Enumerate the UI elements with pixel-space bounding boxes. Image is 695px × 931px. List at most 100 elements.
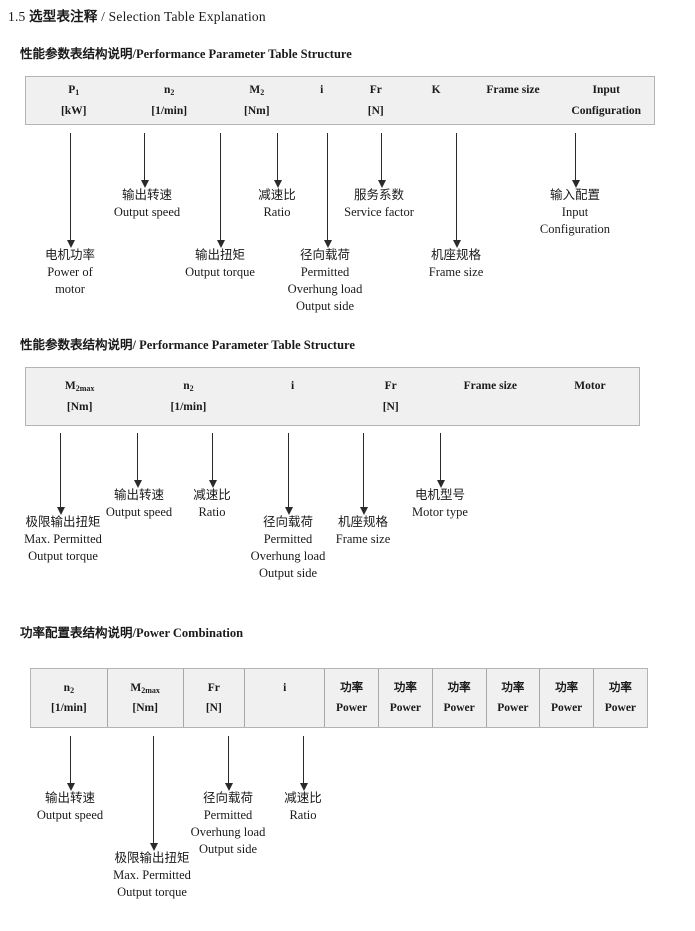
column-symbol: Input (592, 84, 620, 97)
note-label-cn: 电机型号 (414, 487, 465, 502)
column-unit (435, 101, 438, 121)
column-symbol: Frame size (486, 84, 540, 97)
note-label-cn: 服务系数 (353, 187, 405, 202)
performance-parameter-table-1: P1[kW]n2[1/min]M2[Nm]i Fr[N]K Frame size… (25, 76, 655, 125)
arrow-output-torque (216, 133, 225, 248)
column-unit (291, 397, 294, 417)
note-label-cn: 输出转速 (121, 187, 172, 202)
column-header-motor: Motor (541, 368, 639, 425)
column-header-i: i (244, 368, 342, 425)
column-header-m2: M2[Nm] (217, 77, 297, 124)
column-header-fr: Fr[N] (342, 368, 440, 425)
column-symbol: Motor (574, 380, 606, 393)
column-header-i: i (297, 77, 347, 124)
column-unit: [Nm] (132, 702, 158, 714)
note-label-en: Overhung load (287, 281, 363, 296)
note-label-cn: 电机功率 (44, 247, 96, 262)
note-label-en: Ratio (198, 504, 226, 519)
column-header-frame-size: Frame size (467, 77, 558, 124)
section-heading-performance-2: 性能参数表结构说明/ Performance Parameter Table S… (20, 334, 355, 353)
column-unit: [N] (367, 104, 384, 117)
arrow-ratio-3 (299, 736, 308, 791)
note-motor-type: 电机型号 Motor type (412, 487, 468, 521)
note-label-en: Overhung load (250, 548, 326, 563)
note-power-of-motor: 电机功率 Power of motor (45, 247, 95, 298)
column-symbol: 功率 (340, 681, 364, 694)
column-unit: [N] (382, 400, 399, 413)
note-ratio-2: 减速比 Ratio (193, 487, 231, 521)
column-header-m2max: M2max [Nm] (26, 368, 133, 425)
column-unit: Power (443, 702, 475, 714)
note-label-en: Motor type (412, 504, 468, 519)
note-label-cn: 机座规格 (430, 247, 481, 262)
column-symbol: 功率 (501, 681, 525, 694)
column-symbol: 功率 (447, 681, 471, 694)
column-unit: [1/min] (170, 400, 207, 413)
arrow-permitted-overhung-load-3 (224, 736, 233, 791)
column-header-功率: 功率 Power (431, 669, 486, 727)
page-title-en: Selection Table Explanation (108, 9, 266, 24)
column-unit: [kW] (60, 104, 87, 117)
note-label-cn: 减速比 (193, 487, 231, 502)
note-label-en: Max. Permitted (113, 867, 191, 882)
arrow-power-of-motor (66, 133, 75, 248)
section-heading-cn-3: 功率配置表结构说明 (20, 626, 133, 640)
column-unit: Power (604, 702, 637, 714)
note-label-en: Power of (47, 264, 93, 279)
note-label-cn: 极限输出扭矩 (114, 850, 190, 865)
section-heading-power-combination: 功率配置表结构说明/Power Combination (20, 622, 243, 641)
note-label-en: Configuration (539, 221, 611, 236)
note-label-en: motor (55, 281, 85, 296)
arrow-output-speed-2 (133, 433, 142, 488)
column-unit (320, 101, 323, 121)
arrow-permitted-overhung-load-2 (284, 433, 293, 515)
note-label-en: Max. Permitted (24, 531, 102, 546)
column-header-fr: Fr[N] (182, 669, 245, 727)
note-label-cn: 径向载荷 (299, 247, 351, 262)
note-label-cn: 输出转速 (44, 790, 95, 805)
page-title-separator: / (101, 9, 106, 24)
column-unit: Power (551, 702, 583, 714)
column-symbol: Frame size (463, 380, 517, 393)
note-label-en: Ratio (289, 807, 317, 822)
column-symbol: 功率 (555, 681, 579, 694)
column-symbol: 功率 (393, 681, 417, 694)
column-unit (489, 397, 492, 417)
arrow-service-factor (377, 133, 386, 188)
note-label-en: Service factor (344, 204, 414, 219)
column-symbol: Fr (369, 84, 382, 97)
arrow-max-permitted-output-torque-3 (149, 736, 158, 851)
page-title: 1.5 选型表注释 / Selection Table Explanation (8, 5, 266, 25)
note-service-factor: 服务系数 Service factor (344, 187, 414, 221)
note-label-en: Output side (259, 565, 317, 580)
note-label-en: Overhung load (190, 824, 266, 839)
column-unit: [1/min] (151, 104, 188, 117)
section-heading-en-3: /Power Combination (132, 626, 244, 640)
column-unit: [1/min] (50, 702, 87, 714)
section-heading-en: /Performance Parameter Table Structure (132, 47, 352, 61)
column-symbol: M2 (249, 84, 265, 98)
column-header-n2: n2[1/min] (31, 669, 107, 727)
column-unit: Power (389, 702, 421, 714)
column-symbol: n2 (163, 84, 175, 98)
column-unit (512, 101, 515, 121)
arrow-input-configuration (571, 133, 580, 188)
column-unit: [N] (205, 702, 222, 714)
note-label-cn: 径向载荷 (262, 514, 314, 529)
note-label-en: Input (561, 204, 589, 219)
column-unit: [Nm] (66, 400, 93, 413)
column-symbol: M2max (64, 380, 95, 394)
performance-parameter-table-2: M2max[Nm]n2[1/min]i Fr[N]Frame size Moto… (25, 367, 640, 426)
arrow-ratio-2 (208, 433, 217, 488)
note-label-en: Output torque (117, 884, 187, 899)
column-header-m2max: M2max[Nm] (106, 669, 183, 727)
